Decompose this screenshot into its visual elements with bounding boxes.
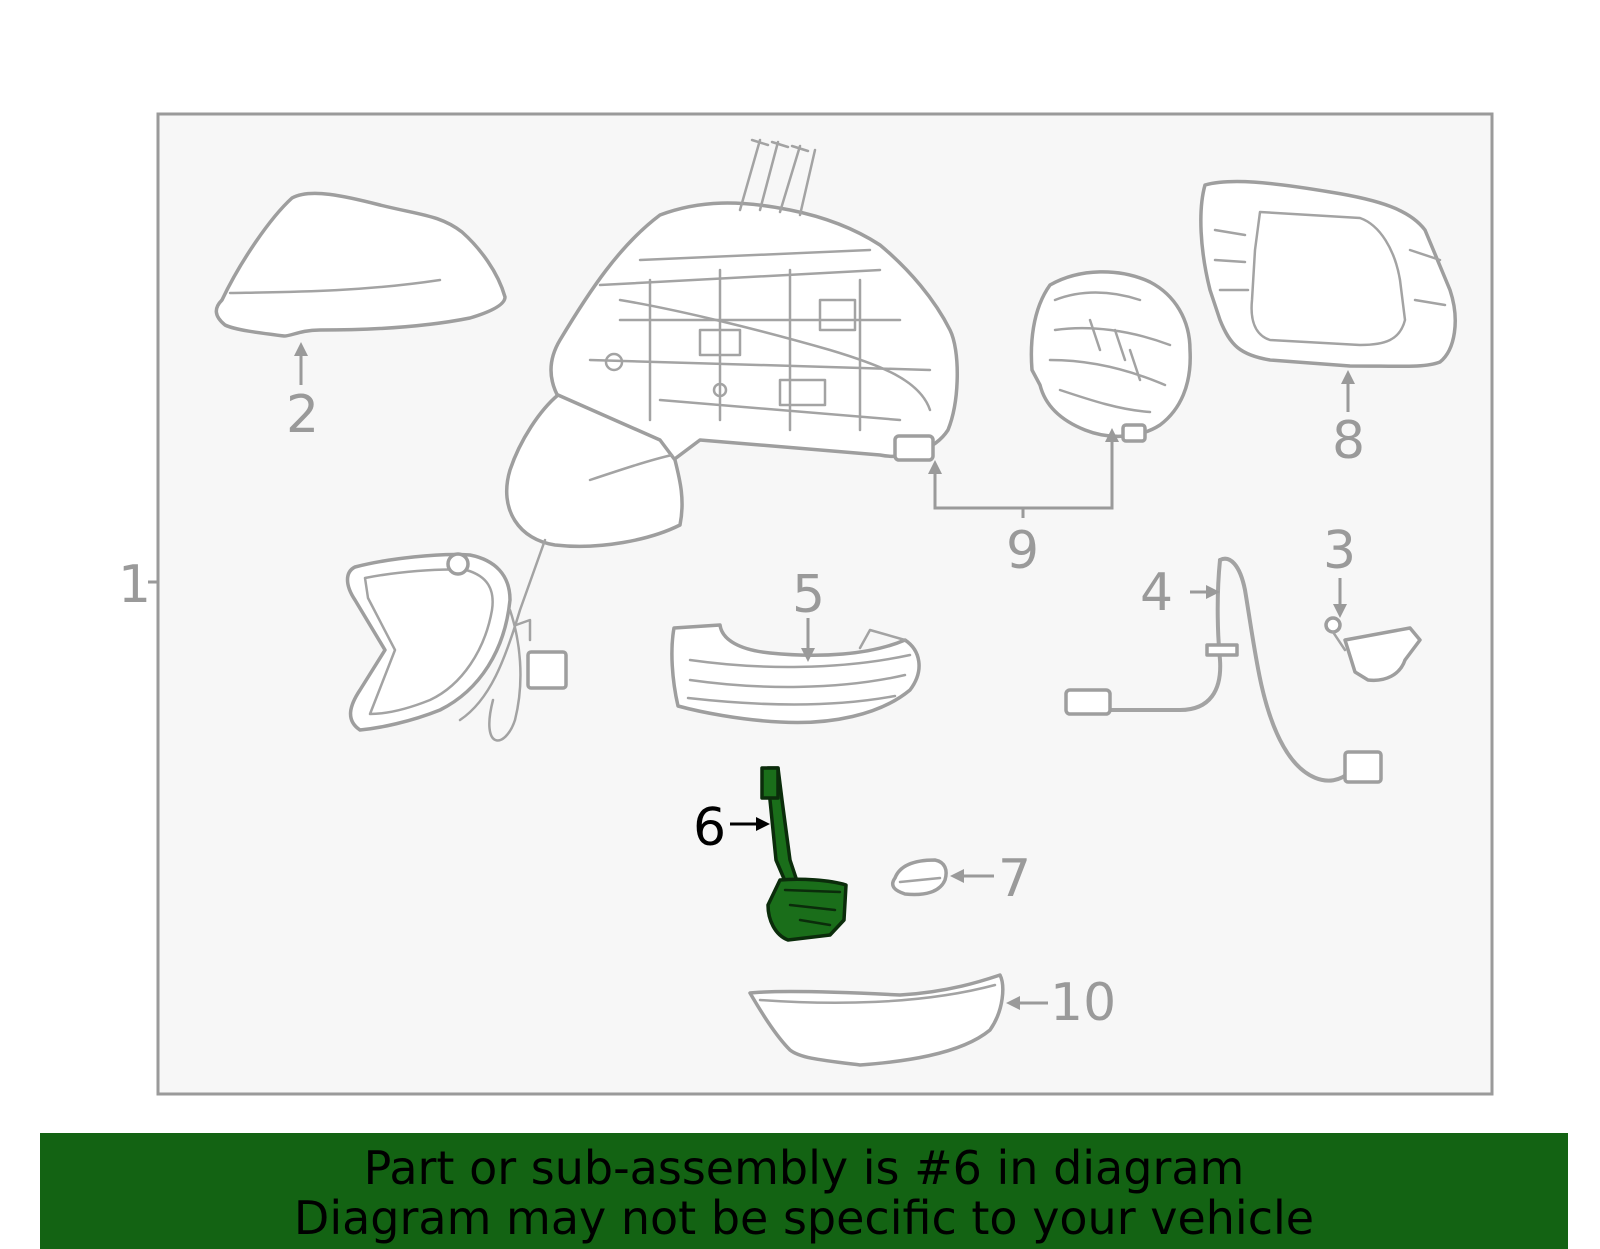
part-8-mirror-frame: [1199, 179, 1457, 369]
callout-4: 4: [1140, 563, 1173, 623]
callout-2: 2: [286, 385, 319, 445]
callout-10: 10: [1050, 973, 1116, 1033]
part-2-mirror-cover: [214, 191, 507, 338]
banner-line-2: Diagram may not be specific to your vehi…: [293, 1191, 1315, 1245]
part-3-bracket: [1324, 616, 1422, 683]
callout-5: 5: [792, 565, 825, 625]
part-5-turn-signal-lamp: [670, 623, 921, 725]
callout-3: 3: [1323, 521, 1356, 581]
banner-line-1: Part or sub-assembly is #6 in diagram: [363, 1141, 1245, 1195]
part-10-garnish: [748, 973, 1005, 1067]
callout-1: 1: [118, 555, 151, 615]
part-7-small-lamp: [891, 858, 948, 897]
info-banner: Part or sub-assembly is #6 in diagram Di…: [40, 1133, 1568, 1249]
part-1-mirror-housing: [458, 138, 960, 722]
part-9-mirror-actuator: [1029, 270, 1192, 443]
part-1-mirror-glass: [345, 552, 568, 742]
callout-6: 6: [693, 798, 726, 858]
callout-9: 9: [1006, 521, 1039, 581]
callout-7: 7: [998, 849, 1031, 909]
leader-lines: [148, 342, 1355, 1010]
part-4-wire-harness: [1064, 556, 1383, 784]
callout-8: 8: [1332, 411, 1365, 471]
part-6-highlighted-component: [760, 766, 848, 942]
